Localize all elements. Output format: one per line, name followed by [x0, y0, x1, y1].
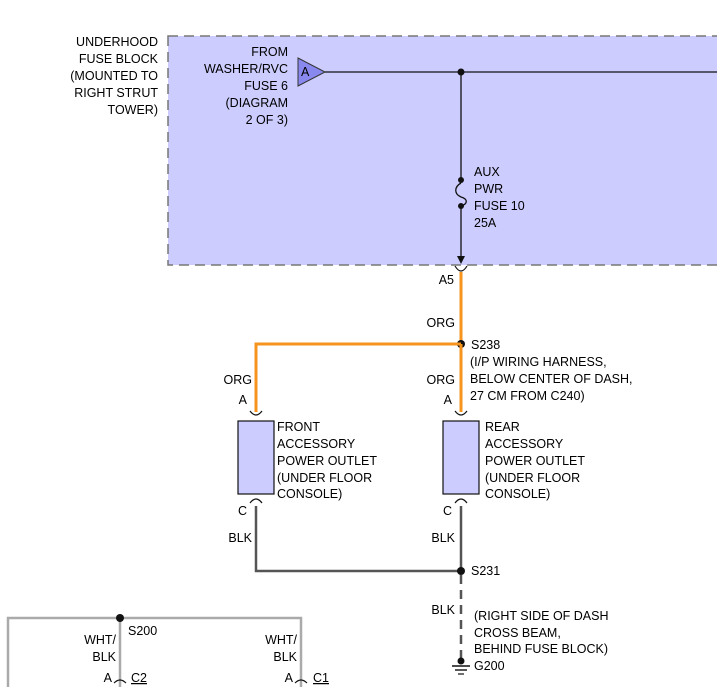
splice-s200-dot	[116, 614, 124, 622]
connector-c2-label: C2	[131, 671, 147, 685]
rear-outlet-label-line: REAR	[485, 420, 520, 434]
splice-s231-dot	[457, 567, 465, 575]
splice-s238-desc-line: BELOW CENTER OF DASH,	[470, 372, 633, 386]
wht-blk-wire-right	[120, 616, 303, 687]
wire-color-label-org: ORG	[427, 373, 455, 387]
rear-outlet-socket-top	[454, 410, 468, 416]
wire-color-label-org: ORG	[224, 373, 252, 387]
front-outlet-label-line: FRONT	[277, 420, 320, 434]
org-wire-front	[254, 342, 461, 412]
front-outlet-label: FRONT ACCESSORY POWER OUTLET (UNDER FLOO…	[277, 420, 377, 501]
wht-blk-wire-left	[6, 616, 120, 687]
splice-s231-label: S231	[471, 564, 500, 578]
splice-s238-desc-line: 27 CM FROM C240)	[470, 389, 585, 403]
rear-outlet-label: REAR ACCESSORY POWER OUTLET (UNDER FLOOR…	[485, 420, 585, 501]
splice-s238-desc-line: (I/P WIRING HARNESS,	[470, 355, 607, 369]
front-outlet-label-line: CONSOLE)	[277, 487, 342, 501]
connector-c2-socket	[113, 679, 127, 684]
rear-outlet-pin-a: A	[444, 393, 453, 407]
front-outlet-pin-a: A	[239, 393, 248, 407]
wire-color-label-wht-blk: BLK	[92, 650, 116, 664]
wire-color-label-org: ORG	[427, 316, 455, 330]
ground-desc-line: (RIGHT SIDE OF DASH	[474, 609, 609, 623]
blk-wire-front	[254, 506, 461, 573]
fuse-block-label: UNDERHOOD FUSE BLOCK (MOUNTED TO RIGHT S…	[70, 35, 158, 117]
source-connector-letter: A	[301, 65, 310, 79]
rear-outlet-pin-c: C	[443, 504, 452, 518]
source-label-line: FROM	[251, 45, 288, 59]
fuse-label-line: PWR	[474, 182, 503, 196]
front-outlet-body	[237, 420, 275, 495]
fuse-label-line: FUSE 10	[474, 199, 525, 213]
wire-color-label-wht-blk: WHT/	[265, 633, 297, 647]
ground-g200-description: (RIGHT SIDE OF DASH CROSS BEAM, BEHIND F…	[474, 609, 609, 656]
fuse-label-line: 25A	[474, 216, 497, 230]
source-label-line: 2 OF 3)	[246, 113, 288, 127]
rear-outlet-label-line: ACCESSORY	[485, 437, 564, 451]
front-outlet-pin-c: C	[238, 504, 247, 518]
fuse-block-label-line: RIGHT STRUT	[74, 86, 158, 100]
wire-color-label-wht-blk: BLK	[273, 650, 297, 664]
fuse-label-line: AUX	[474, 165, 500, 179]
splice-s238-description: (I/P WIRING HARNESS, BELOW CENTER OF DAS…	[470, 355, 633, 403]
splice-s238-label: S238	[471, 338, 500, 352]
pin-a5-socket	[454, 265, 468, 272]
connector-c2-pin: A	[104, 671, 113, 685]
rear-outlet-socket-bottom	[454, 498, 468, 504]
splice-s200-label: S200	[128, 624, 157, 638]
fuse-block-label-line: TOWER)	[108, 103, 158, 117]
ground-symbol	[452, 657, 470, 675]
source-label-line: FUSE 6	[244, 79, 288, 93]
source-connector-arrow	[297, 57, 327, 87]
fuse-label: AUX PWR FUSE 10 25A	[474, 165, 525, 230]
source-label-line: WASHER/RVC	[204, 62, 288, 76]
pin-a5-label: A5	[439, 273, 454, 287]
underhood-fuse-block	[167, 35, 717, 266]
ground-desc-line: CROSS BEAM,	[474, 626, 561, 640]
rear-outlet-label-line: POWER OUTLET	[485, 454, 585, 468]
wire-color-label-wht-blk: WHT/	[84, 633, 116, 647]
ground-g200-label: G200	[474, 659, 505, 673]
front-outlet-socket-top	[249, 410, 263, 416]
front-outlet-label-line: POWER OUTLET	[277, 454, 377, 468]
connector-c1-pin: A	[285, 671, 294, 685]
connector-c1-socket	[294, 679, 308, 684]
fuse-block-label-line: UNDERHOOD	[76, 35, 158, 49]
rear-outlet-label-line: CONSOLE)	[485, 487, 550, 501]
source-label-line: (DIAGRAM	[226, 96, 289, 110]
wire-color-label-blk: BLK	[431, 603, 455, 617]
front-outlet-socket-bottom	[249, 498, 263, 504]
front-outlet-label-line: ACCESSORY	[277, 437, 356, 451]
wire-color-label-blk: BLK	[228, 531, 252, 545]
rear-outlet-body	[442, 420, 480, 495]
fuse-output-arrow	[457, 256, 465, 264]
front-outlet-label-line: (UNDER FLOOR	[277, 471, 372, 485]
ground-desc-line: BEHIND FUSE BLOCK)	[474, 642, 608, 656]
fuse-block-label-line: (MOUNTED TO	[70, 69, 158, 83]
rear-outlet-label-line: (UNDER FLOOR	[485, 471, 580, 485]
fuse-block-label-line: FUSE BLOCK	[79, 52, 159, 66]
wire-color-label-blk: BLK	[431, 531, 455, 545]
connector-c1-label: C1	[313, 671, 329, 685]
source-label: FROM WASHER/RVC FUSE 6 (DIAGRAM 2 OF 3)	[204, 45, 288, 127]
